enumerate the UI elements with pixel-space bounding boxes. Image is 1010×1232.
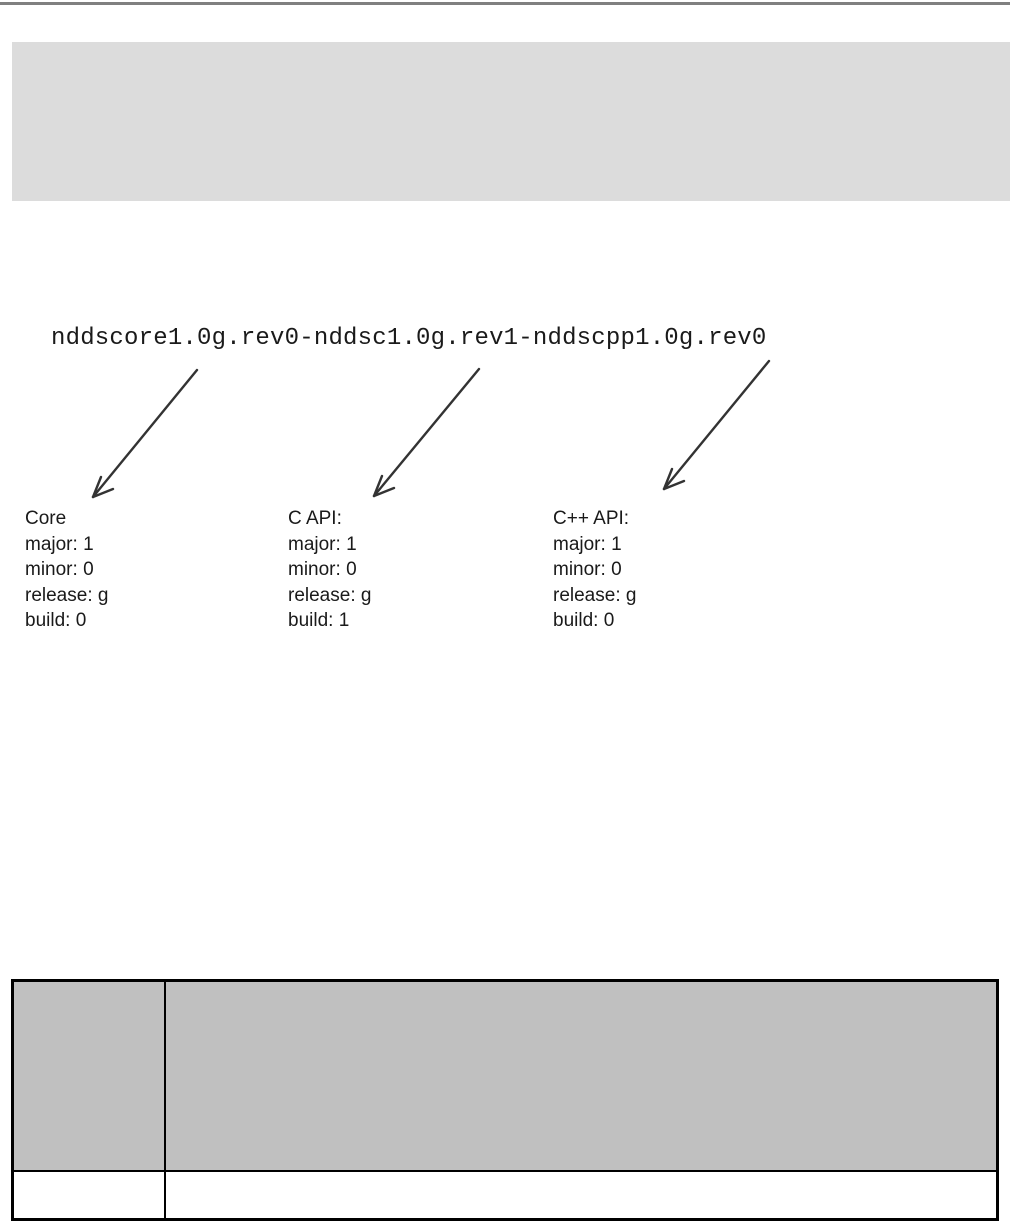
callout-cpp-api: C++ API: major: 1 minor: 0 release: g bu… bbox=[553, 506, 636, 634]
callout-c-api-minor: minor: 0 bbox=[288, 559, 357, 580]
table-row bbox=[11, 1170, 999, 1221]
callout-cpp-api-title: C++ API: bbox=[553, 508, 630, 529]
figure-banner-placeholder bbox=[12, 42, 1010, 201]
callout-core-title: Core bbox=[25, 508, 67, 529]
table-header-cell-left bbox=[11, 979, 166, 1172]
version-string-text: nddscore1.0g.rev0-nddsc1.0g.rev1-nddscpp… bbox=[51, 325, 767, 352]
callout-c-api-major: major: 1 bbox=[288, 533, 357, 555]
bottom-table bbox=[11, 979, 999, 1221]
callout-core-release: release: g bbox=[25, 584, 109, 606]
callout-core-major: major: 1 bbox=[25, 533, 94, 555]
arrow-to-c-api-icon bbox=[372, 367, 481, 498]
callout-c-api-build: build: 1 bbox=[288, 610, 350, 631]
table-body-cell-left bbox=[11, 1170, 166, 1221]
callout-core: Core major: 1 minor: 0 release: g build:… bbox=[25, 506, 108, 634]
callout-cpp-api-build: build: 0 bbox=[553, 610, 615, 631]
table-body-cell-right bbox=[164, 1170, 999, 1221]
callout-cpp-api-release: release: g bbox=[553, 584, 637, 606]
arrow-to-cpp-api-icon bbox=[662, 359, 771, 491]
callout-cpp-api-minor: minor: 0 bbox=[553, 559, 622, 580]
callout-core-build: build: 0 bbox=[25, 610, 87, 631]
arrow-to-core-icon bbox=[91, 368, 199, 499]
callout-cpp-api-major: major: 1 bbox=[553, 533, 622, 555]
callout-c-api: C API: major: 1 minor: 0 release: g buil… bbox=[288, 506, 371, 634]
callout-core-minor: minor: 0 bbox=[25, 559, 94, 580]
callout-c-api-title: C API: bbox=[288, 508, 342, 529]
table-header-cell-right bbox=[164, 979, 999, 1172]
table-header-row bbox=[11, 979, 999, 1172]
callout-c-api-release: release: g bbox=[288, 584, 372, 606]
page-top-rule bbox=[0, 2, 1010, 5]
